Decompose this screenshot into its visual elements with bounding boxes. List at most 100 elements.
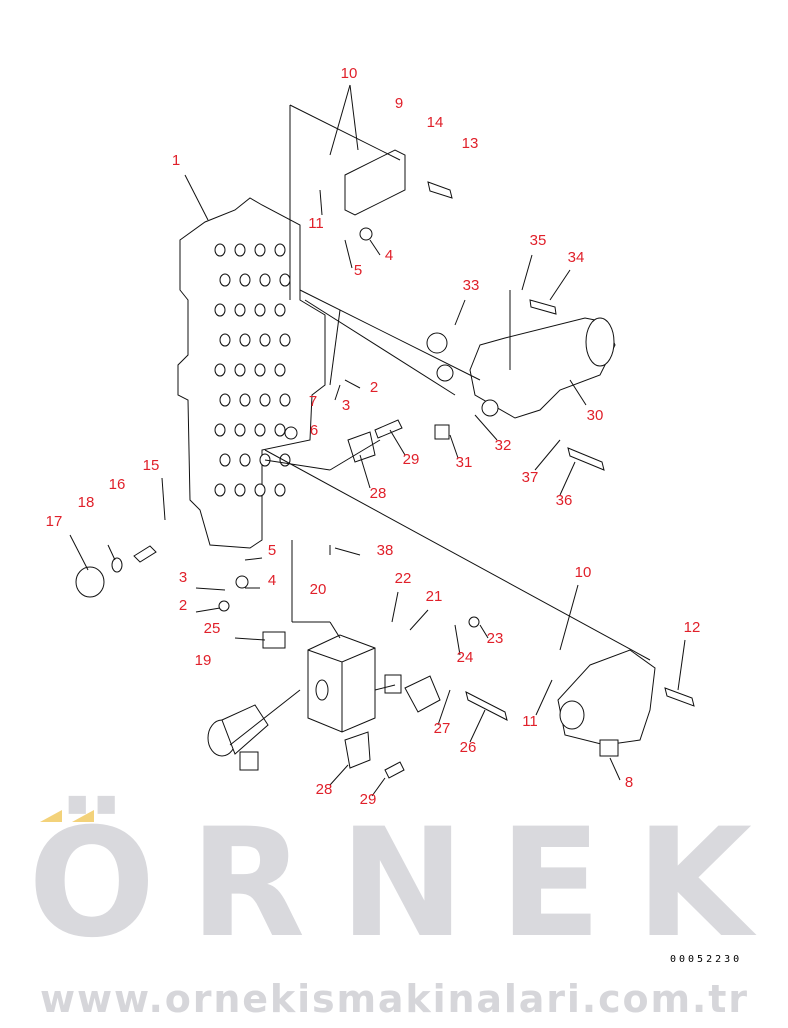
leader-line — [449, 434, 459, 459]
callout-25: 25 — [204, 620, 221, 637]
callout-4: 4 — [385, 247, 393, 264]
callout-26: 26 — [460, 739, 477, 756]
leader-line — [334, 547, 361, 556]
callout-22: 22 — [395, 570, 412, 587]
callout-34: 34 — [568, 249, 585, 266]
port-hole — [259, 393, 271, 407]
port-hole — [239, 273, 251, 287]
port-hole — [254, 363, 266, 377]
motor — [469, 317, 616, 419]
leader-line — [535, 679, 553, 716]
leader-line — [437, 689, 451, 726]
callout-5: 5 — [354, 262, 362, 279]
plug — [75, 566, 105, 598]
leader-line — [229, 689, 301, 746]
valve-body — [177, 197, 326, 549]
plug-bolt — [434, 424, 450, 440]
callout-38: 38 — [377, 542, 394, 559]
port-hole — [239, 333, 251, 347]
callout-32: 32 — [495, 437, 512, 454]
callout-6: 6 — [310, 422, 318, 439]
watermark-url: www.ornekismakinalari.com.tr — [40, 977, 755, 1021]
port-hole — [254, 423, 266, 437]
leader-line — [264, 449, 651, 661]
port-hole — [239, 393, 251, 407]
plug — [468, 616, 480, 628]
collar — [384, 674, 402, 694]
port-hole — [234, 423, 246, 437]
callout-5: 5 — [268, 542, 276, 559]
leader-line — [329, 621, 341, 639]
callout-20: 20 — [310, 581, 327, 598]
callout-16: 16 — [109, 476, 126, 493]
callout-17: 17 — [46, 513, 63, 530]
port-hole — [234, 363, 246, 377]
callout-29: 29 — [360, 791, 377, 808]
drawing-code: 00052230 — [670, 954, 742, 965]
callout-10: 10 — [575, 564, 592, 581]
leader-line — [195, 587, 226, 591]
callout-3: 3 — [342, 397, 350, 414]
leader-line — [107, 544, 116, 561]
port-hole — [279, 333, 291, 347]
port-hole — [234, 483, 246, 497]
leader-line — [374, 684, 396, 691]
port-hole — [219, 333, 231, 347]
callout-2: 2 — [179, 597, 187, 614]
callout-9: 9 — [395, 95, 403, 112]
leader-line — [329, 764, 349, 786]
callout-12: 12 — [684, 619, 701, 636]
port-hole — [279, 453, 291, 467]
port-hole — [214, 363, 226, 377]
callout-1: 1 — [172, 152, 180, 169]
leader-line — [329, 439, 381, 471]
callout-14: 14 — [427, 114, 444, 131]
bracket — [347, 431, 376, 463]
plug — [359, 227, 373, 241]
leader-line — [534, 439, 561, 471]
callout-7: 7 — [309, 393, 317, 410]
leader-line — [289, 104, 401, 161]
callout-19: 19 — [195, 652, 212, 669]
leader-line — [234, 637, 266, 641]
leader-line — [454, 624, 461, 656]
leader-line — [389, 429, 406, 456]
callout-13: 13 — [462, 135, 479, 152]
leader-line — [184, 174, 209, 221]
leader-line — [569, 379, 587, 406]
callout-8: 8 — [625, 774, 633, 791]
callout-37: 37 — [522, 469, 539, 486]
leader-lines — [69, 84, 686, 797]
plug — [284, 426, 298, 440]
callout-11: 11 — [308, 215, 324, 232]
leader-line — [609, 757, 621, 781]
leader-line — [334, 384, 341, 401]
leader-line — [391, 591, 399, 623]
port-hole — [274, 423, 286, 437]
leader-line — [369, 239, 381, 256]
watermark-accent — [72, 810, 94, 822]
callout-11: 11 — [522, 713, 538, 730]
leader-line — [304, 299, 456, 396]
bolt — [529, 299, 557, 315]
port-hole — [274, 303, 286, 317]
leader-line — [319, 189, 323, 216]
port-hole — [254, 483, 266, 497]
solenoid-valve — [207, 704, 269, 771]
leader-line — [474, 414, 498, 441]
connector — [262, 631, 286, 649]
leader-line — [454, 299, 466, 326]
port-hole — [214, 303, 226, 317]
callout-4: 4 — [268, 572, 276, 589]
callout-29: 29 — [403, 451, 420, 468]
leader-line — [371, 777, 386, 797]
plug — [218, 600, 230, 612]
bolt — [374, 419, 403, 439]
bolt — [664, 687, 695, 707]
callout-2: 2 — [370, 379, 378, 396]
port-hole — [254, 303, 266, 317]
bolt — [465, 691, 508, 721]
o-ring — [111, 557, 123, 573]
plug — [235, 575, 249, 589]
